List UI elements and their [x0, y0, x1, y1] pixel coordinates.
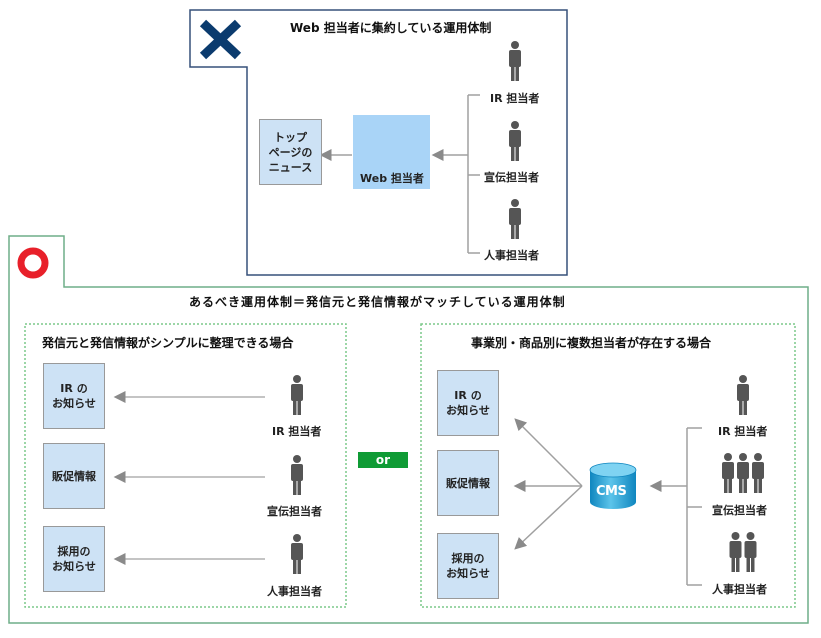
left-person-label-ir: IR 担当者: [272, 425, 322, 438]
left-box-sales-info: 販促情報: [43, 443, 105, 509]
staff-label-ir: IR 担当者: [490, 92, 540, 105]
staff-label-hr: 人事担当者: [484, 249, 539, 262]
top-page-news-box: トップ ページの ニュース: [259, 119, 322, 185]
left-person-label-hr: 人事担当者: [267, 585, 322, 598]
person-icon: [291, 375, 303, 415]
cms-label: CMS: [596, 484, 627, 499]
person-icon: [509, 121, 521, 161]
right-box-sales-info: 販促情報: [437, 450, 499, 516]
cms-database-icon: [589, 462, 637, 509]
arrow-cms-to-recruit: [514, 485, 583, 550]
good-panel-frame: [8, 235, 809, 624]
person-icon: [737, 375, 749, 415]
right-case-frame: [420, 323, 796, 608]
left-case-title: 発信元と発信情報がシンプルに整理できる場合: [42, 336, 294, 350]
cross-mark-icon: [199, 19, 242, 60]
person-icon: [509, 41, 521, 81]
circle-mark-icon: [17, 247, 49, 279]
good-panel-title: あるべき運用体制＝発信元と発信情報がマッチしている運用体制: [189, 295, 566, 309]
left-case-frame: [24, 323, 347, 608]
person-icon: [744, 532, 757, 572]
group-label-hr: 人事担当者: [712, 583, 767, 596]
person-icon: [737, 453, 749, 493]
left-person-label-pr: 宣伝担当者: [267, 505, 322, 518]
person-icon: [291, 455, 303, 495]
person-icon: [722, 453, 734, 493]
person-icon: [509, 199, 521, 239]
group-label-pr: 宣伝担当者: [712, 504, 767, 517]
right-case-title: 事業別・商品別に複数担当者が存在する場合: [471, 336, 712, 350]
or-badge: or: [358, 452, 408, 468]
person-icon: [291, 534, 303, 574]
staff-label-pr: 宣伝担当者: [484, 171, 539, 184]
group-label-ir: IR 担当者: [718, 425, 768, 438]
person-icon: [752, 453, 764, 493]
bad-panel-title-text: Web 担当者に集約している運用体制: [290, 21, 492, 35]
web-staff-hub: [353, 115, 430, 189]
left-box-ir-news: IR の お知らせ: [43, 363, 105, 429]
right-box-recruit-news: 採用の お知らせ: [437, 533, 499, 599]
left-box-recruit-news: 採用の お知らせ: [43, 526, 105, 592]
web-staff-label: Web 担当者: [360, 172, 424, 185]
person-icon: [729, 532, 742, 572]
right-box-ir-news: IR の お知らせ: [437, 370, 499, 436]
arrow-cms-to-ir: [514, 418, 583, 487]
